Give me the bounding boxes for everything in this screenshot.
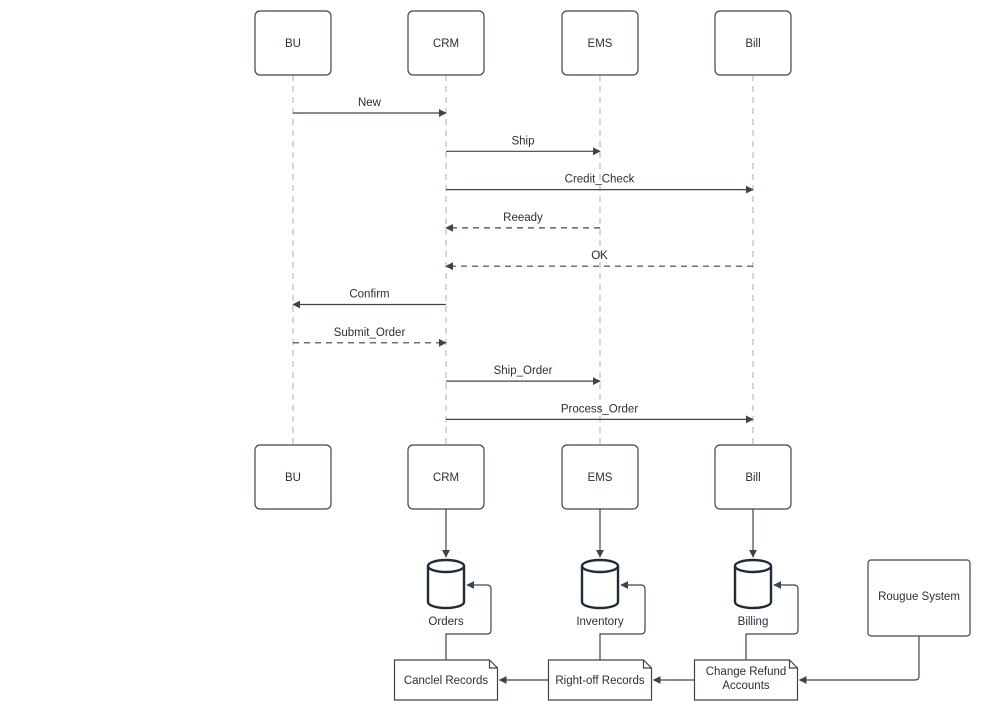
database-label: Orders bbox=[428, 616, 463, 628]
participant-box[interactable] bbox=[254, 10, 332, 76]
document-label-line: Accounts bbox=[722, 680, 770, 692]
feedback-arrow-inventory bbox=[599, 581, 646, 660]
participant-label: Bill bbox=[745, 38, 760, 50]
participant-label: BU bbox=[285, 38, 301, 50]
participant-box[interactable] bbox=[254, 444, 332, 510]
external-system[interactable]: Rougue System bbox=[867, 559, 971, 637]
database-icon[interactable] bbox=[733, 566, 773, 610]
document-shape[interactable] bbox=[693, 659, 799, 701]
document-right-off-records[interactable]: Right-off Records bbox=[547, 659, 653, 701]
document-label-line: Change Refund bbox=[706, 666, 787, 678]
participant-bu-bottom[interactable]: BU bbox=[254, 444, 332, 510]
participant-label: CRM bbox=[433, 38, 459, 50]
participant-box[interactable] bbox=[407, 10, 485, 76]
database-label: Billing bbox=[738, 616, 769, 628]
message-label: Confirm bbox=[349, 289, 389, 301]
message-label: OK bbox=[591, 250, 608, 262]
message-label: Reeady bbox=[503, 212, 543, 224]
external-system-label: Rougue System bbox=[878, 591, 960, 603]
participant-label: CRM bbox=[433, 472, 459, 484]
participant-ems-top[interactable]: EMS bbox=[561, 10, 639, 76]
message-label: Credit_Check bbox=[565, 174, 635, 186]
database-top bbox=[733, 558, 773, 574]
message-new[interactable]: New bbox=[293, 97, 447, 117]
database-top bbox=[426, 558, 466, 574]
database-billing[interactable]: Billing bbox=[733, 509, 773, 628]
document-fold bbox=[642, 660, 652, 669]
participant-box[interactable] bbox=[714, 10, 792, 76]
external-system-box[interactable] bbox=[867, 559, 971, 637]
feedback-arrow-orders bbox=[445, 581, 492, 660]
document-label: Right-off Records bbox=[555, 675, 645, 687]
participant-crm-top[interactable]: CRM bbox=[407, 10, 485, 76]
message-ship[interactable]: Ship bbox=[446, 135, 601, 156]
message-process-order[interactable]: Process_Order bbox=[446, 403, 754, 424]
document-fold bbox=[488, 660, 498, 669]
participant-label: BU bbox=[285, 472, 301, 484]
participant-bu-top[interactable]: BU bbox=[254, 10, 332, 76]
database-icon[interactable] bbox=[426, 566, 466, 610]
participant-bill-bottom[interactable]: Bill bbox=[714, 444, 792, 510]
message-label: New bbox=[358, 97, 382, 109]
database-orders[interactable]: Orders bbox=[426, 509, 466, 628]
document-shape[interactable] bbox=[547, 659, 653, 701]
participant-label: Bill bbox=[745, 472, 760, 484]
message-reeady[interactable]: Reeady bbox=[445, 212, 600, 232]
message-credit-check[interactable]: Credit_Check bbox=[446, 174, 754, 194]
message-confirm[interactable]: Confirm bbox=[292, 289, 446, 309]
external-arrow bbox=[798, 636, 920, 684]
message-label: Process_Order bbox=[561, 403, 639, 415]
participant-crm-bottom[interactable]: CRM bbox=[407, 444, 485, 510]
message-label: Ship bbox=[511, 135, 534, 147]
document-shape[interactable] bbox=[393, 659, 499, 701]
participant-label: EMS bbox=[588, 472, 613, 484]
message-label: Submit_Order bbox=[334, 327, 406, 339]
document-label: Canclel Records bbox=[404, 675, 489, 687]
participant-box[interactable] bbox=[561, 10, 639, 76]
message-ship-order[interactable]: Ship_Order bbox=[446, 365, 601, 386]
feedback-arrow-billing bbox=[745, 581, 799, 660]
database-icon[interactable] bbox=[580, 566, 620, 610]
message-ok[interactable]: OK bbox=[445, 250, 753, 271]
database-top bbox=[580, 558, 620, 574]
database-label: Inventory bbox=[576, 616, 624, 628]
message-submit-order[interactable]: Submit_Order bbox=[293, 327, 447, 347]
participant-label: EMS bbox=[588, 38, 613, 50]
document-fold bbox=[788, 660, 798, 669]
message-label: Ship_Order bbox=[494, 365, 553, 377]
participant-ems-bottom[interactable]: EMS bbox=[561, 444, 639, 510]
participant-bill-top[interactable]: Bill bbox=[714, 10, 792, 76]
database-inventory[interactable]: Inventory bbox=[576, 509, 624, 628]
document-canclel-records[interactable]: Canclel Records bbox=[393, 659, 499, 701]
